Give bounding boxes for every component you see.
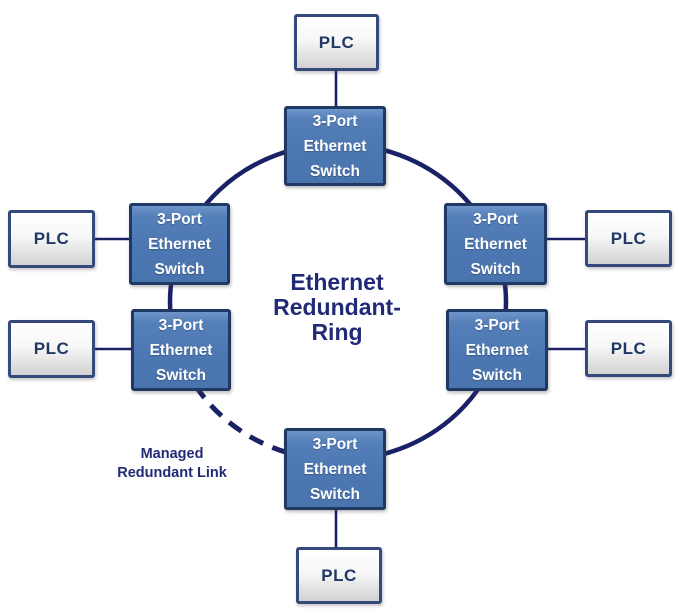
switch-label-line: 3-Port <box>158 316 204 334</box>
diagram-title: Ethernet Redundant- Ring <box>237 270 437 345</box>
managed-redundant-link-label-line: Managed <box>140 446 204 462</box>
plc-top: PLC <box>294 14 379 71</box>
switch-label-line: 3-Port <box>474 316 520 334</box>
switch-label-line: Ethernet <box>149 341 213 359</box>
switch-label-line: Switch <box>154 260 205 278</box>
switch-right-upper: 3-Port Ethernet Switch <box>444 203 547 285</box>
switch-label-line: 3-Port <box>157 210 202 228</box>
switch-left-upper: 3-Port Ethernet Switch <box>129 203 230 285</box>
plc-right-upper: PLC <box>585 210 672 267</box>
diagram-title-line: Ethernet <box>290 269 384 295</box>
switch-label-line: 3-Port <box>473 210 518 228</box>
switch-label-line: Switch <box>470 260 521 278</box>
plc-label: PLC <box>33 229 70 248</box>
plc-label: PLC <box>610 228 647 248</box>
plc-label: PLC <box>610 338 647 358</box>
plc-label: PLC <box>318 32 355 52</box>
plc-left-upper: PLC <box>8 210 95 268</box>
switch-label-line: 3-Port <box>312 112 358 130</box>
switch-label-line: Ethernet <box>303 137 367 155</box>
switch-label-line: Switch <box>310 485 360 503</box>
switch-label-line: Ethernet <box>303 460 367 478</box>
switch-label-line: Switch <box>472 366 522 384</box>
diagram-title-line: Redundant- <box>273 294 401 320</box>
plc-label: PLC <box>321 565 357 585</box>
switch-label-line: Switch <box>156 366 206 384</box>
diagram-title-line: Ring <box>311 319 363 345</box>
switch-label-line: Ethernet <box>465 341 529 359</box>
switch-label-line: Switch <box>310 162 360 180</box>
plc-left-lower: PLC <box>8 320 95 378</box>
switch-label-line: Ethernet <box>148 235 211 253</box>
plc-bottom: PLC <box>296 547 382 604</box>
managed-redundant-link-label: Managed Redundant Link <box>92 445 252 483</box>
plc-label: PLC <box>33 339 70 358</box>
switch-label-line: Ethernet <box>464 235 527 253</box>
plc-right-lower: PLC <box>585 320 672 377</box>
managed-redundant-link-label-line: Redundant Link <box>117 465 227 481</box>
switch-right-lower: 3-Port Ethernet Switch <box>446 309 548 391</box>
switch-top: 3-Port Ethernet Switch <box>284 106 386 186</box>
switch-label-line: 3-Port <box>312 435 358 453</box>
switch-bottom: 3-Port Ethernet Switch <box>284 428 386 510</box>
switch-left-lower: 3-Port Ethernet Switch <box>131 309 231 391</box>
